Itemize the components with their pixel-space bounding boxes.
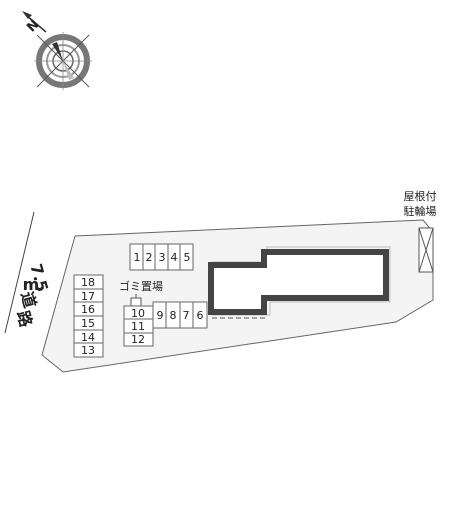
parking-slot-17: 17 — [81, 290, 95, 303]
north-arrow-icon — [22, 11, 47, 33]
parking-top-row: 1 2 3 4 5 — [129, 243, 194, 271]
parking-slot-9: 9 — [157, 309, 164, 322]
parking-slot-12: 12 — [131, 333, 145, 346]
parking-middle-row: 9 8 7 6 — [152, 301, 208, 329]
parking-slot-5: 5 — [184, 251, 191, 264]
bike-shelter-label-line2: 駐輪場 — [404, 204, 437, 218]
parking-slot-2: 2 — [146, 251, 153, 264]
parking-left-column: 18 17 16 15 14 13 — [73, 274, 104, 358]
road-edge-left — [4, 211, 35, 334]
compass-rose-icon — [34, 32, 92, 90]
road-label: 7.5 m 道 路 — [13, 262, 52, 330]
road-name-char-1: 道 — [17, 290, 39, 310]
parking-slot-4: 4 — [171, 251, 178, 264]
garbage-box — [130, 297, 142, 307]
parking-slot-1: 1 — [134, 251, 141, 264]
parking-slot-13: 13 — [81, 344, 95, 357]
compass: N — [22, 11, 92, 90]
parking-slot-6: 6 — [197, 309, 204, 322]
parking-slot-15: 15 — [81, 317, 95, 330]
parking-center-column: 10 11 12 — [123, 305, 154, 347]
parking-slot-3: 3 — [159, 251, 166, 264]
parking-slot-14: 14 — [81, 331, 95, 344]
parking-slot-16: 16 — [81, 303, 95, 316]
parking-slot-10: 10 — [131, 307, 145, 320]
parking-slot-11: 11 — [131, 320, 145, 333]
road-unit-label: m — [23, 275, 40, 294]
bike-shelter-label-line1: 屋根付 — [404, 189, 437, 203]
parking-slot-18: 18 — [81, 276, 95, 289]
building — [208, 246, 391, 319]
parking-slot-7: 7 — [183, 309, 190, 322]
bike-shelter: 屋根付 駐輪場 — [404, 189, 437, 273]
garbage-area-label: ゴミ置場 — [119, 279, 163, 293]
north-label: N — [24, 17, 42, 35]
building-outline — [208, 249, 389, 315]
parking-slot-8: 8 — [170, 309, 177, 322]
road-name-char-2: 路 — [13, 309, 36, 330]
